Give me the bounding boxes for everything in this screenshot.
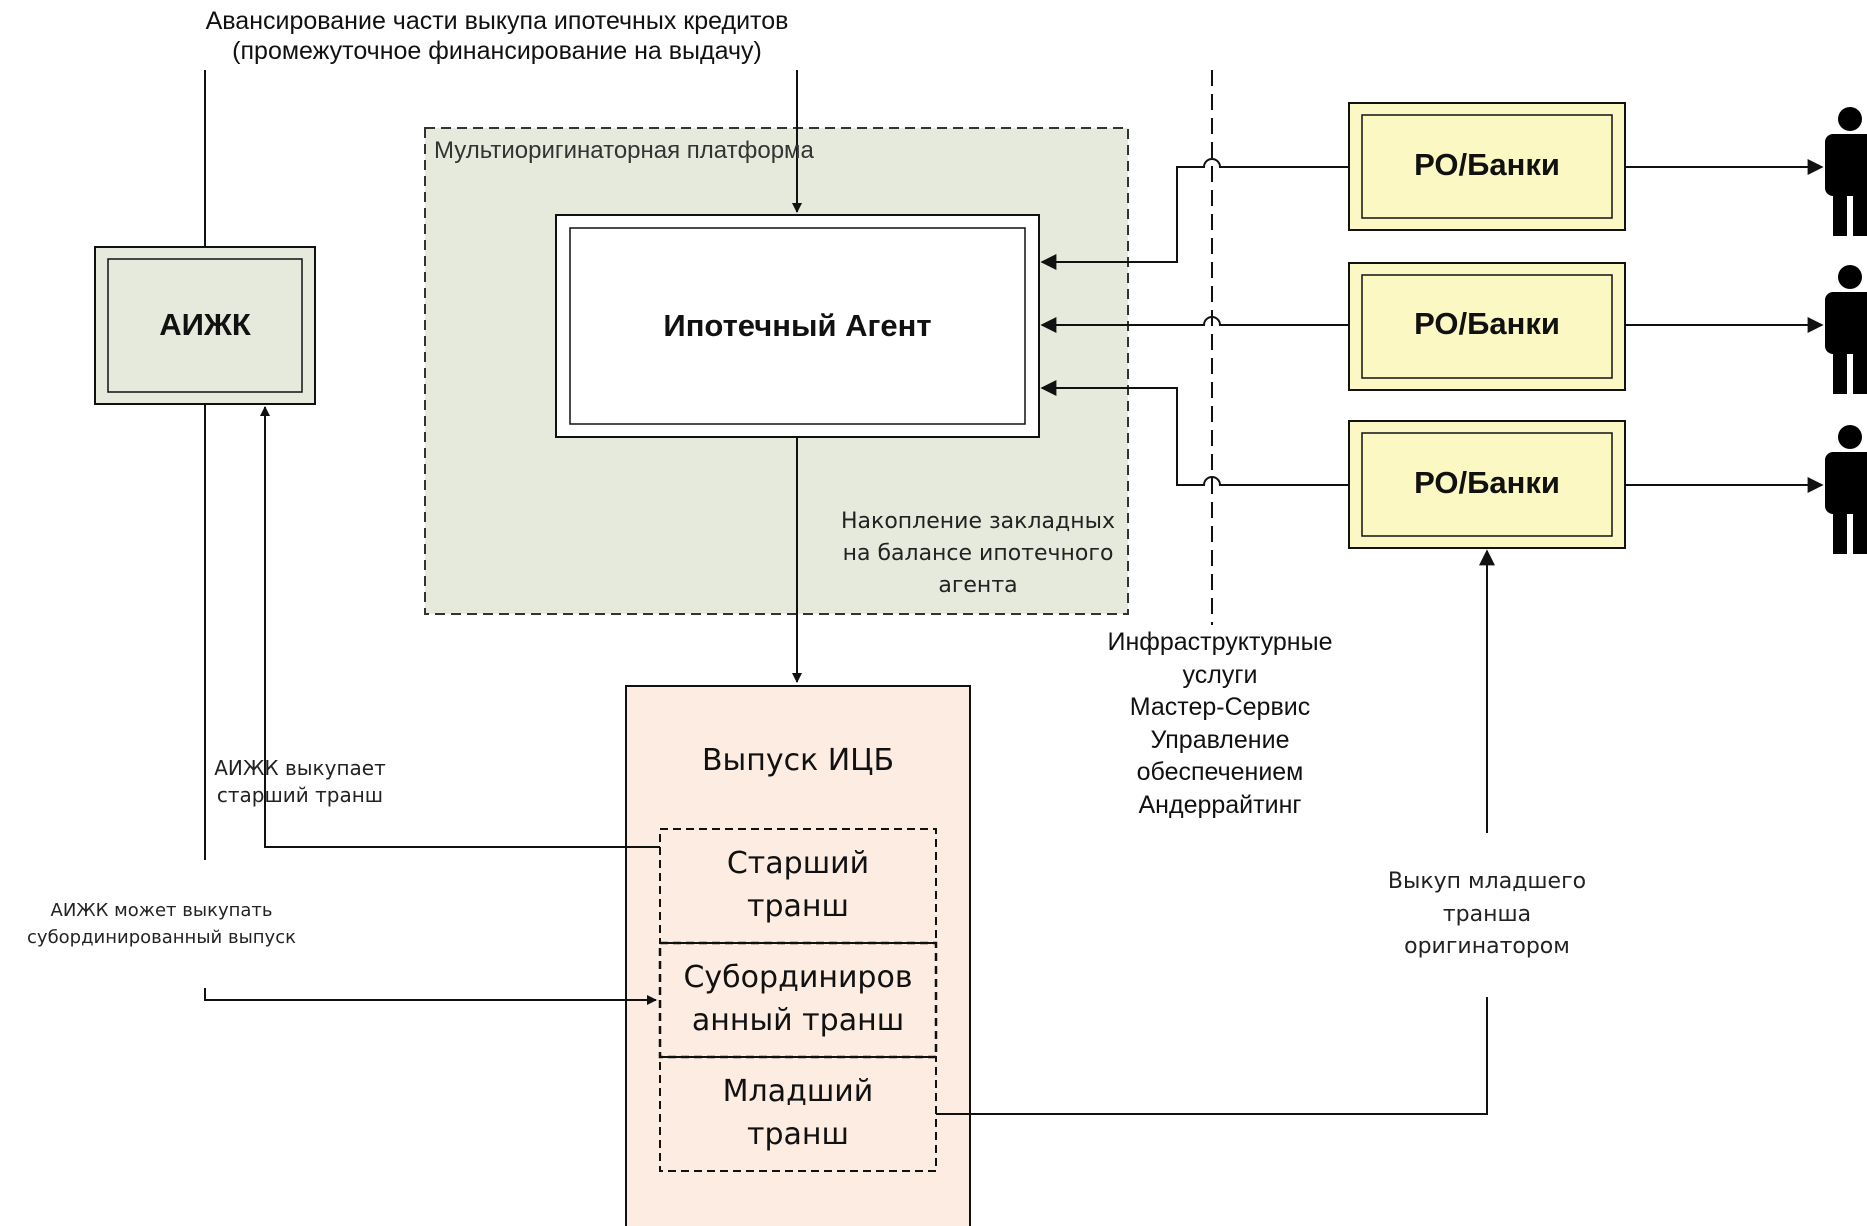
infrastructure-note-line6: Андеррайтинг [1138, 790, 1302, 819]
aizhk-box-inner [107, 258, 303, 393]
junior-buyback-line3: оригинатором [1404, 934, 1570, 959]
person-icon [1825, 425, 1867, 554]
issuance-box [625, 685, 971, 1226]
infrastructure-note-line1: Инфраструктурные [1107, 628, 1333, 656]
tranche-junior-line2: транш [747, 1117, 849, 1152]
infrastructure-note-line2: услуги [1182, 660, 1258, 689]
top-annotation-line1: Авансирование части выкупа ипотечных кре… [205, 7, 789, 35]
infrastructure-note-line5: обеспечением [1136, 758, 1304, 786]
tranche-subordinated-label: Субординиров анный транш [660, 956, 936, 1042]
aizhk-buys-senior-line1: АИЖК выкупает [214, 756, 386, 780]
accumulation-note-line3: агента [938, 573, 1018, 598]
infrastructure-note: Инфраструктурные услуги Мастер-Сервис Уп… [1070, 626, 1370, 821]
bank-label-3: РО/Банки [1414, 465, 1560, 500]
top-annotation-line2: (промежуточное финансирование на выдачу) [232, 37, 762, 65]
bank-label-2: РО/Банки [1414, 306, 1560, 341]
infrastructure-note-line3: Мастер-Сервис [1129, 693, 1311, 721]
aizhk-box-outer [94, 246, 316, 405]
tranche-subordinated-line1: Субординиров [683, 960, 913, 995]
top-annotation: Авансирование части выкупа ипотечных кре… [147, 6, 847, 66]
mortgage-agent-label: Ипотечный Агент [663, 308, 932, 343]
tranche-senior-label: Старший транш [660, 842, 936, 928]
accumulation-note: Накопление закладных на балансе ипотечно… [818, 506, 1138, 602]
junior-buyback-line2: транша [1442, 901, 1532, 927]
aizhk-may-buy-sub-line2: субординированный выпуск [27, 927, 296, 948]
tranche-subordinated-line2: анный транш [691, 1003, 905, 1038]
infrastructure-note-line4: Управление [1150, 725, 1290, 754]
tranche-senior-line2: транш [747, 889, 849, 924]
aizhk-buys-senior-note: АИЖК выкупает старший транш [180, 755, 420, 809]
tranche-junior-label: Младший транш [660, 1070, 936, 1156]
platform-label: Мультиоригинаторная платформа [434, 137, 814, 164]
bank3-to-agent-arrow [1040, 380, 1349, 486]
bank-box-2 [1348, 262, 1626, 391]
aizhk-to-subordinated-arrow [204, 988, 657, 1005]
aizhk-may-buy-sub-line1: АИЖК может выкупать [50, 900, 273, 921]
person-icon [1825, 107, 1867, 236]
bank-box-1 [1348, 102, 1626, 231]
accumulation-note-line1: Накопление закладных [841, 509, 1115, 534]
junior-buyback-note: Выкуп младшего транша оригинатором [1337, 866, 1637, 964]
junior-buyback-line1: Выкуп младшего [1387, 869, 1587, 894]
tranche-junior-line1: Младший [722, 1074, 874, 1109]
aizhk-may-buy-sub-note: АИЖК может выкупать субординированный вы… [0, 897, 323, 951]
junior-to-bank-line [936, 997, 1488, 1115]
aizhk-buys-senior-line2: старший транш [216, 783, 384, 807]
bank-label-1: РО/Банки [1414, 147, 1560, 182]
mortgage-agent-box-inner [569, 227, 1026, 425]
bank2-to-agent-arrow [1040, 316, 1349, 333]
person-icon [1825, 265, 1867, 394]
senior-to-aizhk-arrow [260, 406, 660, 848]
tranche-senior-line1: Старший [726, 846, 870, 881]
mortgage-agent-box-outer [555, 214, 1040, 438]
aizhk-label: АИЖК [159, 307, 251, 342]
accumulation-note-line2: на балансе ипотечного [842, 541, 1114, 566]
bank1-to-agent-arrow [1040, 158, 1349, 270]
issuance-title: Выпуск ИЦБ [701, 743, 895, 778]
